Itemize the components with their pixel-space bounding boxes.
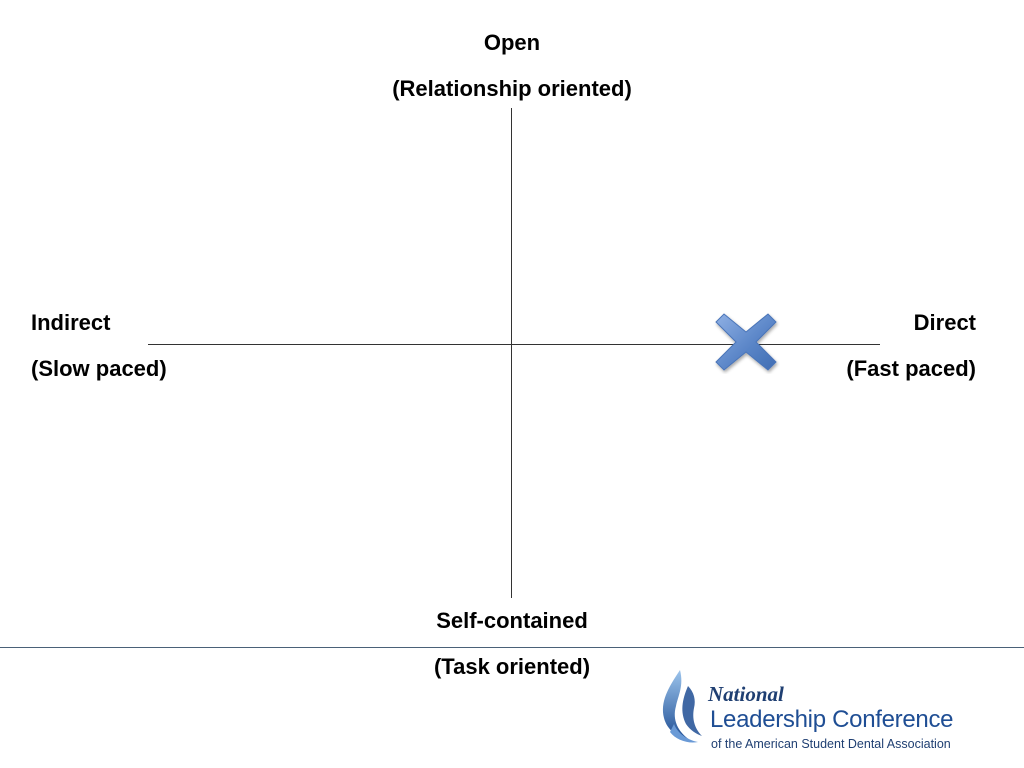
vertical-axis (511, 108, 512, 598)
flame-icon (662, 670, 702, 743)
logo-sub-text: of the American Student Dental Associati… (711, 737, 951, 751)
logo-main-text: Leadership Conference (710, 706, 954, 733)
left-axis-subtitle: (Slow paced) (31, 356, 167, 381)
logo-script-text: National (708, 682, 784, 706)
footer-divider (0, 647, 1024, 648)
horizontal-axis (148, 344, 880, 345)
right-axis-subtitle: (Fast paced) (846, 356, 976, 381)
top-axis-title: Open (483, 30, 541, 55)
right-axis-title: Direct (913, 310, 976, 335)
x-mark-icon (715, 313, 777, 371)
bottom-axis-subtitle: (Task oriented) (433, 654, 591, 679)
left-axis-title: Indirect (31, 310, 111, 335)
bottom-axis-title: Self-contained (436, 608, 588, 633)
top-axis-subtitle: (Relationship oriented) (392, 76, 632, 101)
